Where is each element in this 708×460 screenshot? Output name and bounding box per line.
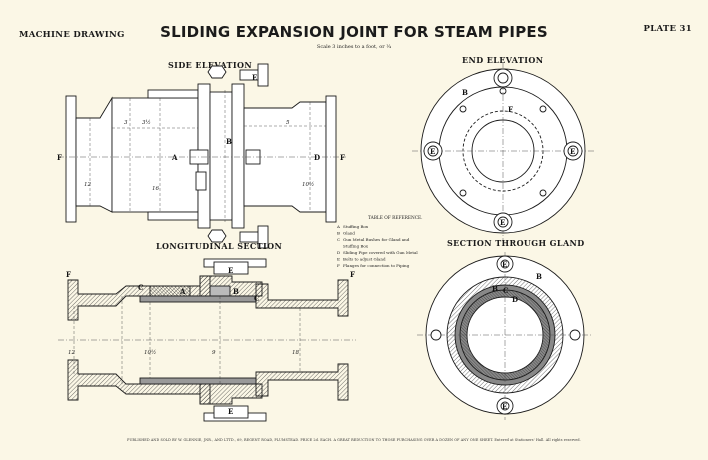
side-dim-1: 3 <box>124 120 128 126</box>
side-label-F-right: F <box>340 153 345 162</box>
longitudinal-section-title: LONGITUDINAL SECTION <box>156 241 282 251</box>
reference-key: C <box>337 237 340 242</box>
end-label-E-left: E <box>430 147 435 156</box>
section-label-E-top: E <box>228 266 233 275</box>
section-dim-2: 10½ <box>144 349 156 356</box>
side-elevation-view <box>65 63 337 249</box>
series-title: MACHINE DRAWING <box>19 30 125 40</box>
section-label-E-bottom: E <box>228 407 233 416</box>
side-dim-4: 12 <box>84 182 91 188</box>
side-label-B: B <box>226 137 232 146</box>
end-label-E-bottom: E <box>500 218 505 227</box>
reference-key: E <box>337 257 340 262</box>
reference-key: D <box>337 250 340 255</box>
end-elevation-title: END ELEVATION <box>462 55 544 65</box>
section-label-C: C <box>254 294 260 303</box>
gland-label-C: C <box>503 286 509 295</box>
reference-table-title: TABLE OF REFERENCE. <box>368 216 423 221</box>
end-elevation-view <box>412 62 594 240</box>
reference-entry: Stuffing Box <box>343 244 369 249</box>
section-label-F-right: F <box>350 270 355 279</box>
longitudinal-section-view <box>67 258 349 422</box>
section-label-B: B <box>233 287 239 296</box>
gland-label-E-bottom: E <box>502 402 507 411</box>
reference-entry: Sliding Pipe covered with Gun Metal <box>343 250 418 255</box>
section-dimension-lines <box>73 296 301 384</box>
end-label-E-right: E <box>570 147 575 156</box>
gland-label-E-top: E <box>502 260 507 269</box>
side-label-F-left: F <box>57 153 62 162</box>
side-elevation-title: SIDE ELEVATION <box>168 60 252 70</box>
plate-number: PLATE 31 <box>643 24 692 34</box>
gland-label-B-inner: B <box>492 284 498 293</box>
section-label-C-left: C <box>138 283 144 292</box>
side-label-D: D <box>314 153 320 162</box>
reference-key: F <box>337 263 340 268</box>
side-dim-5: 16 <box>152 186 159 192</box>
side-label-A: A <box>171 153 178 162</box>
plate-title: SLIDING EXPANSION JOINT FOR STEAM PIPES <box>160 23 548 41</box>
section-label-F-left: F <box>66 270 71 279</box>
side-dimension-lines <box>89 90 326 222</box>
reference-entry: Gland <box>343 231 355 236</box>
section-dim-3: 9 <box>212 350 216 356</box>
reference-key: A <box>336 224 340 229</box>
side-dim-2: 3½ <box>142 119 151 126</box>
reference-entry: Flanges for connection to Piping <box>343 263 410 268</box>
section-dim-1: 12 <box>68 350 75 356</box>
reference-entry: Gun Metal Bushes for Gland and <box>343 237 410 242</box>
end-label-F: F <box>508 105 513 114</box>
gland-label-B-outer: B <box>536 272 542 281</box>
scale-note: Scale 3 inches to a foot, or ¼ <box>316 44 392 50</box>
end-label-B: B <box>462 88 468 97</box>
section-through-gland-title: SECTION THROUGH GLAND <box>447 238 585 248</box>
section-through-gland-view <box>417 252 593 420</box>
reference-key: B <box>337 231 340 236</box>
section-label-A: A <box>179 287 186 296</box>
publisher-footer: PUBLISHED AND SOLD BY W. GLENNIE, JNR., … <box>127 438 581 442</box>
reference-entry: Bolts to adjust Gland <box>343 257 386 262</box>
gland-label-D: D <box>512 295 518 304</box>
side-dim-6: 10½ <box>302 181 314 188</box>
section-dim-4: 18 <box>292 350 299 356</box>
side-label-E-top: E <box>252 73 257 82</box>
side-dim-3: 5 <box>286 120 290 126</box>
reference-entry: Stuffing Box <box>343 224 369 229</box>
